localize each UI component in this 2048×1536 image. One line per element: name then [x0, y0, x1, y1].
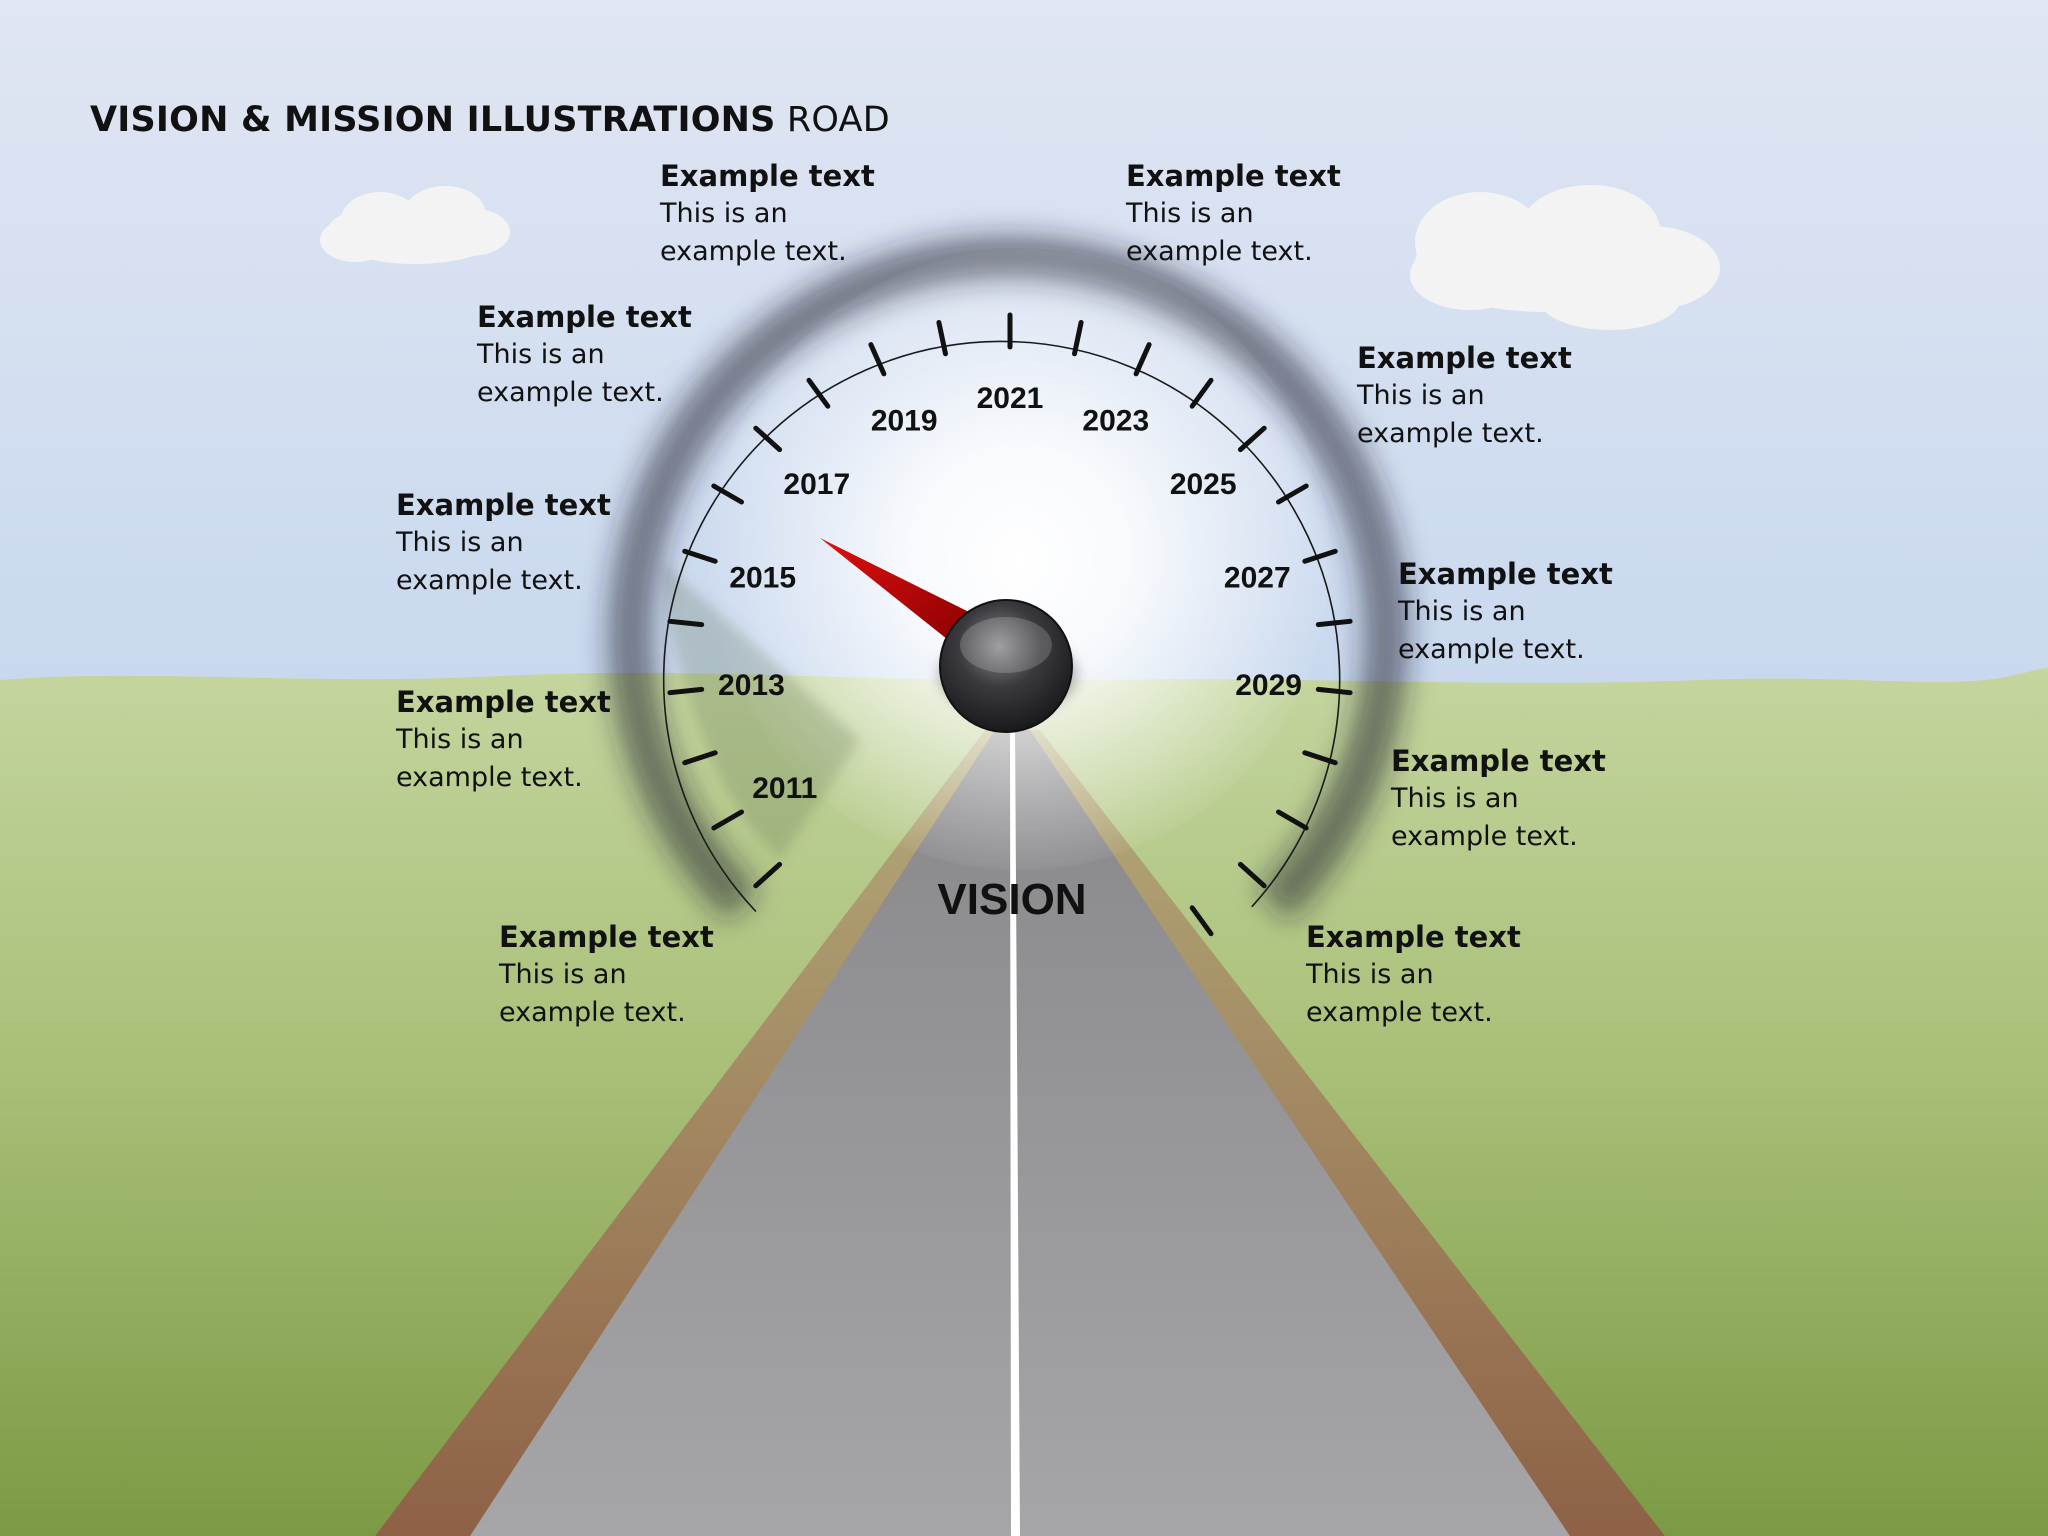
year-label-2013: 2013 [718, 669, 785, 702]
year-label-2021: 2021 [977, 382, 1044, 415]
note-heading: Example text [1398, 557, 1613, 591]
year-label-2025: 2025 [1170, 468, 1237, 501]
note-body: This is an example text. [660, 198, 847, 267]
note-bottom-left: Example text This is an example text. [499, 918, 759, 1032]
speedometer-tick [1315, 618, 1353, 628]
speedometer-tick [806, 377, 831, 409]
vision-label: VISION [937, 875, 1086, 924]
note-body: This is an example text. [396, 527, 583, 596]
speedometer-tick [667, 686, 705, 696]
speedometer-tick [1072, 320, 1084, 357]
year-label-2029: 2029 [1235, 669, 1302, 702]
note-body: This is an example text. [1306, 959, 1493, 1028]
note-heading: Example text [1391, 744, 1606, 778]
hub [939, 599, 1073, 733]
speedometer-tick [1276, 483, 1309, 505]
title-light: ROAD [786, 100, 890, 140]
speedometer-ticks [667, 312, 1353, 937]
speedometer-tick [1237, 861, 1267, 889]
note-bottom-right: Example text This is an example text. [1306, 918, 1566, 1032]
year-label-2015: 2015 [729, 562, 796, 595]
note-heading: Example text [499, 920, 714, 954]
hub-highlight [960, 617, 1052, 673]
speedometer-tick [1315, 686, 1353, 696]
speedometer-tick [753, 425, 783, 453]
needle [820, 538, 975, 643]
note-middle-left: Example text This is an example text. [396, 486, 656, 600]
speedometer-tick [682, 750, 718, 766]
speedometer-tick [936, 320, 948, 357]
speedometer: 2011 2013 2015 2017 2019 2021 2023 2025 2027 2029… [608, 235, 1409, 937]
road-center-line [1010, 720, 1020, 1536]
speedometer-tick [868, 342, 887, 377]
year-label-2019: 2019 [871, 405, 938, 438]
note-body: This is an example text. [1357, 380, 1544, 449]
note-top-left: Example text This is an example text. [660, 157, 920, 271]
speedometer-rim [662, 340, 1341, 913]
speedometer-tick [682, 548, 718, 564]
note-body: This is an example text. [1391, 783, 1578, 852]
speedometer-left-shade [660, 560, 860, 860]
speedometer-tick [1133, 342, 1152, 377]
speedometer-tick [711, 483, 744, 505]
note-middle-right: Example text This is an example text. [1398, 555, 1658, 669]
note-lower-left: Example text This is an example text. [396, 683, 656, 797]
cloud-right [1410, 185, 1720, 330]
note-heading: Example text [396, 488, 611, 522]
note-lower-right: Example text This is an example text. [1391, 742, 1651, 856]
year-label-2027: 2027 [1224, 562, 1291, 595]
note-top-right: Example text This is an example text. [1126, 157, 1386, 271]
speedometer-tick [667, 618, 705, 628]
speedometer-tick [753, 861, 783, 889]
note-body: This is an example text. [1398, 596, 1585, 665]
year-label-2023: 2023 [1082, 405, 1149, 438]
speedometer-tick [1237, 425, 1267, 453]
speedometer-tick [1276, 809, 1309, 831]
note-heading: Example text [1126, 159, 1341, 193]
speedometer-tick [1302, 548, 1338, 564]
speedometer-tick [711, 809, 744, 831]
note-upper-left: Example text This is an example text. [477, 298, 737, 412]
note-body: This is an example text. [1126, 198, 1313, 267]
year-label-2017: 2017 [783, 468, 850, 501]
note-body: This is an example text. [499, 959, 686, 1028]
note-heading: Example text [396, 685, 611, 719]
speedometer-tick [1302, 750, 1338, 766]
title-bold: VISION & MISSION ILLUSTRATIONS [90, 100, 776, 140]
year-label-2011: 2011 [752, 772, 817, 805]
note-body: This is an example text. [396, 724, 583, 793]
slide-title: VISION & MISSION ILLUSTRATIONS ROAD [90, 100, 890, 140]
note-heading: Example text [660, 159, 875, 193]
speedometer-glow [710, 250, 1330, 870]
cloud-left [320, 186, 510, 264]
speedometer-year-labels: 2011 2013 2015 2017 2019 2021 2023 2025 2027 2029 [718, 382, 1302, 805]
road [470, 730, 1570, 1536]
note-body: This is an example text. [477, 339, 664, 408]
speedometer-tick [1189, 905, 1214, 937]
note-upper-right: Example text This is an example text. [1357, 339, 1617, 453]
note-heading: Example text [1357, 341, 1572, 375]
speedometer-tick [1189, 377, 1214, 409]
note-heading: Example text [477, 300, 692, 334]
note-heading: Example text [1306, 920, 1521, 954]
